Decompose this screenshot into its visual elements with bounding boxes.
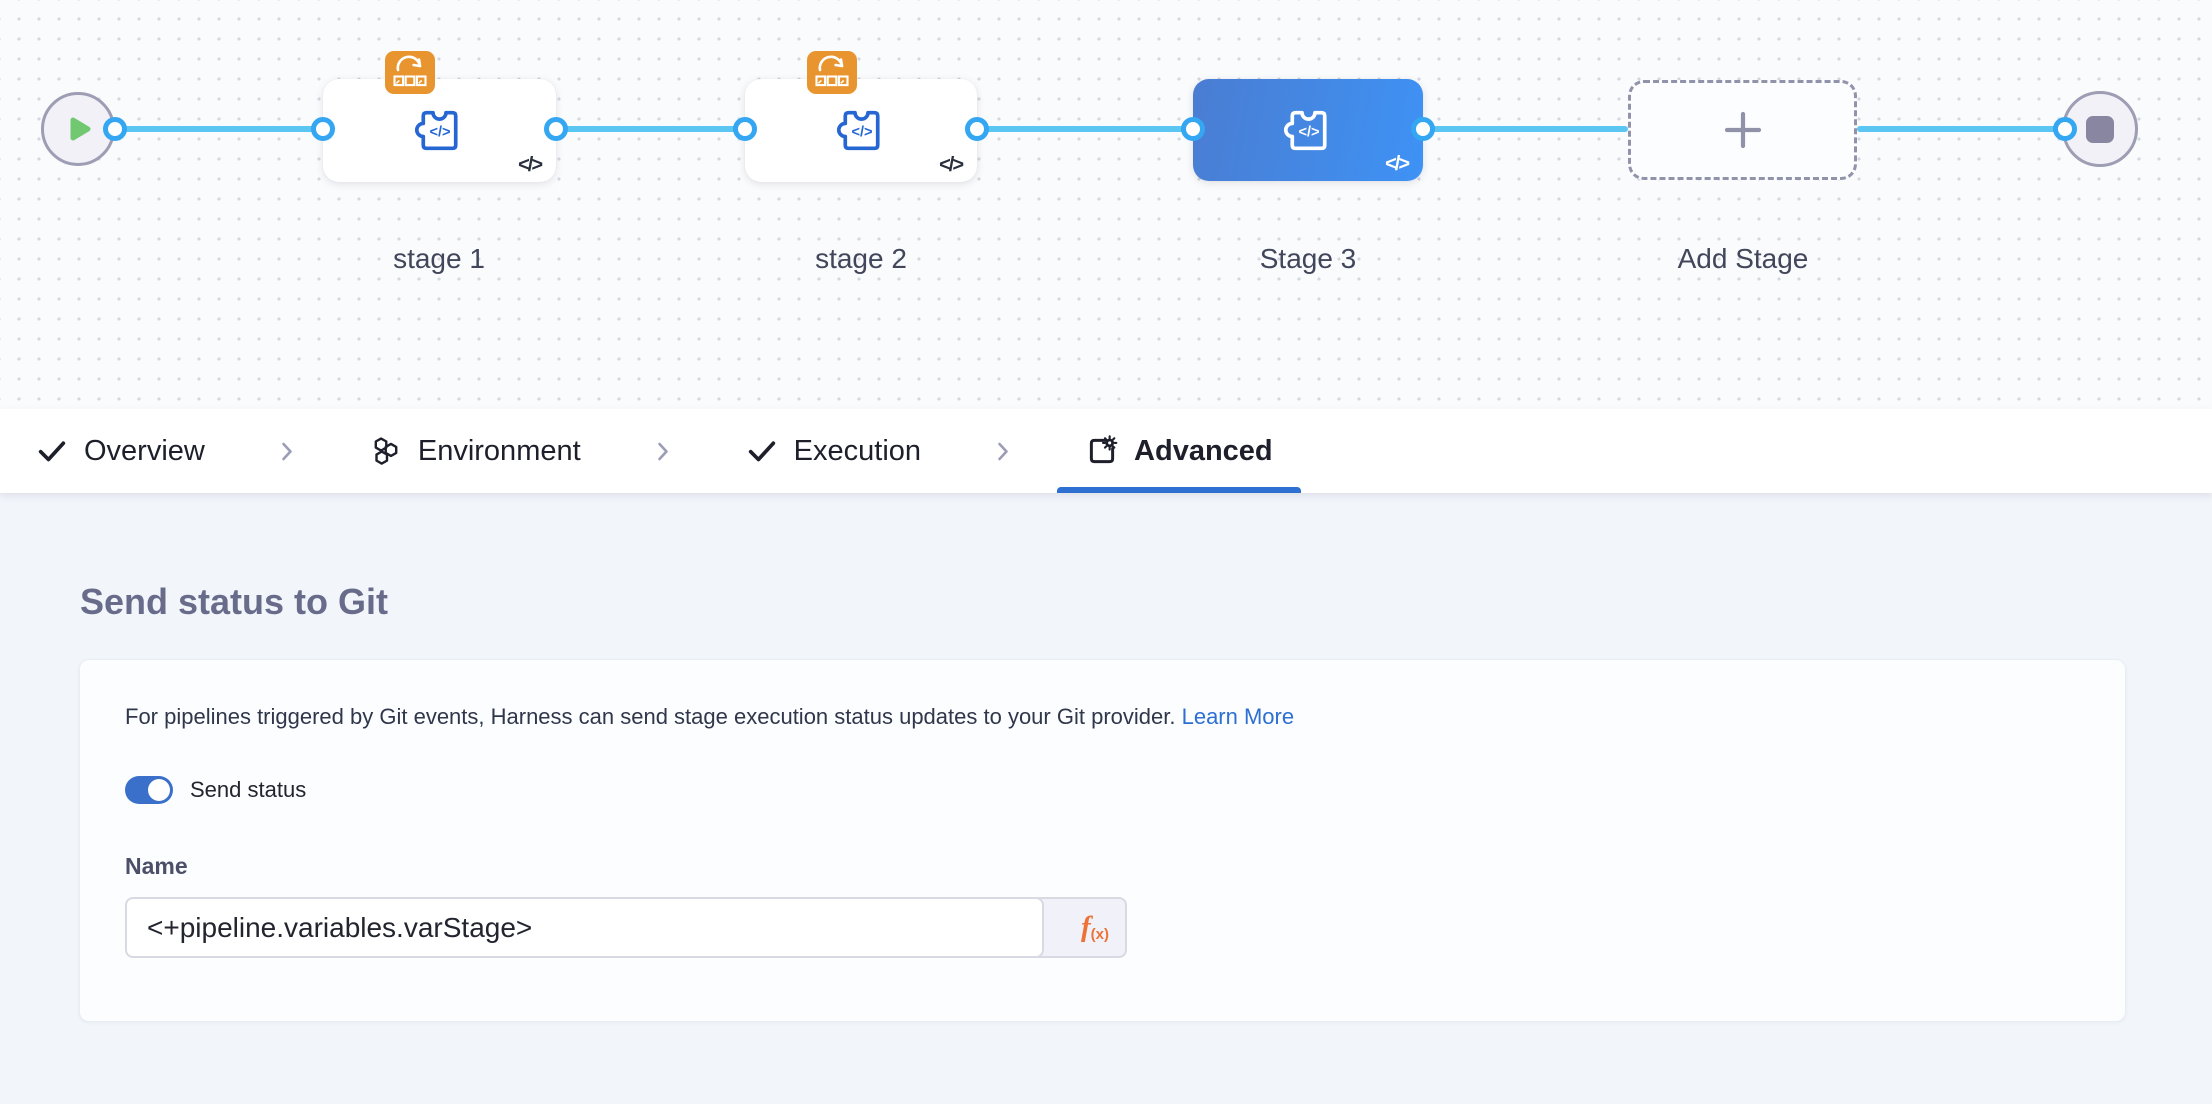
stage-node-stage1[interactable]: </> </> xyxy=(323,51,556,182)
tab-label: Environment xyxy=(417,434,581,467)
port-stage1-in xyxy=(311,117,335,141)
toggle-knob xyxy=(148,779,170,801)
tab-overview[interactable]: Overview xyxy=(30,409,233,493)
stage-node-stage2[interactable]: </> </> xyxy=(745,51,977,182)
check-icon xyxy=(38,441,66,462)
stage-node-stage3[interactable]: </> </> xyxy=(1193,79,1423,181)
yaml-code-indicator: </> xyxy=(1385,153,1410,175)
tab-label: Advanced xyxy=(1134,434,1273,467)
pipeline-start-node xyxy=(41,92,115,166)
port-stage3-in xyxy=(1181,117,1205,141)
edge-stage3-addstage xyxy=(1423,126,1628,132)
svg-text:</>: </> xyxy=(429,124,450,140)
custom-stage-icon: </> xyxy=(1283,110,1327,150)
port-start-out xyxy=(103,117,127,141)
chevron-right-icon xyxy=(609,409,717,493)
port-stage2-in xyxy=(733,117,757,141)
port-stage1-out xyxy=(544,117,568,141)
tab-label: Overview xyxy=(84,434,205,467)
advanced-panel: Send status to Git For pipelines trigger… xyxy=(0,493,2212,1104)
play-icon xyxy=(70,117,91,141)
custom-stage-icon: </> xyxy=(414,110,458,151)
stage-label: stage 1 xyxy=(393,243,485,274)
toggle-label: Send status xyxy=(190,777,307,802)
send-status-toggle[interactable] xyxy=(125,776,173,804)
rollback-steps-icon xyxy=(815,55,849,86)
stage-template-badge-icon xyxy=(385,51,435,94)
name-field-label: Name xyxy=(125,853,188,879)
port-stage3-out xyxy=(1411,117,1435,141)
edge-start-stage1 xyxy=(115,126,323,132)
port-end-in xyxy=(2053,117,2077,141)
port-stage2-out xyxy=(965,117,989,141)
add-stage-button[interactable] xyxy=(1628,80,1857,180)
svg-text:</>: </> xyxy=(1298,124,1319,140)
custom-stage-icon: </> xyxy=(836,110,880,151)
section-description: For pipelines triggered by Git events, H… xyxy=(125,704,1295,729)
tab-advanced[interactable]: Advanced xyxy=(1057,409,1301,493)
advanced-settings-icon xyxy=(1089,435,1118,464)
tab-environment[interactable]: Environment xyxy=(341,409,609,493)
chevron-right-icon xyxy=(949,409,1057,493)
yaml-code-indicator: </> xyxy=(939,154,964,176)
rollback-steps-icon xyxy=(393,55,427,86)
edge-stage2-stage3 xyxy=(977,126,1193,132)
tab-label: Execution xyxy=(793,434,922,467)
stage-config-tabbar: Overview Environment Execution xyxy=(0,409,2212,493)
name-input[interactable] xyxy=(125,897,1044,958)
edge-addstage-end xyxy=(1857,126,2065,132)
learn-more-link[interactable]: Learn More xyxy=(1181,704,1295,729)
stop-icon xyxy=(2086,115,2114,143)
plus-icon xyxy=(1724,111,1761,149)
stage-label: stage 2 xyxy=(815,243,907,274)
stage-template-badge-icon xyxy=(807,51,857,94)
send-status-toggle-row: Send status xyxy=(125,776,2080,804)
stage-label: Stage 3 xyxy=(1259,243,1357,274)
name-field-row: f(x) xyxy=(125,897,1127,958)
chevron-right-icon xyxy=(233,409,341,493)
add-stage-label: Add Stage xyxy=(1677,243,1809,274)
section-title: Send status to Git xyxy=(80,581,389,622)
edge-stage1-stage2 xyxy=(556,126,745,132)
svg-text:</>: </> xyxy=(851,124,872,140)
fx-icon: f xyxy=(1080,911,1091,943)
check-icon xyxy=(748,441,775,462)
yaml-code-indicator: </> xyxy=(518,154,543,176)
send-status-card: For pipelines triggered by Git events, H… xyxy=(79,659,2126,1022)
gear-glyph xyxy=(1101,435,1118,451)
pipeline-canvas[interactable]: </> </> </> </> </> </> xyxy=(0,0,2212,409)
tab-execution[interactable]: Execution xyxy=(717,409,949,493)
environment-icon xyxy=(374,437,398,465)
